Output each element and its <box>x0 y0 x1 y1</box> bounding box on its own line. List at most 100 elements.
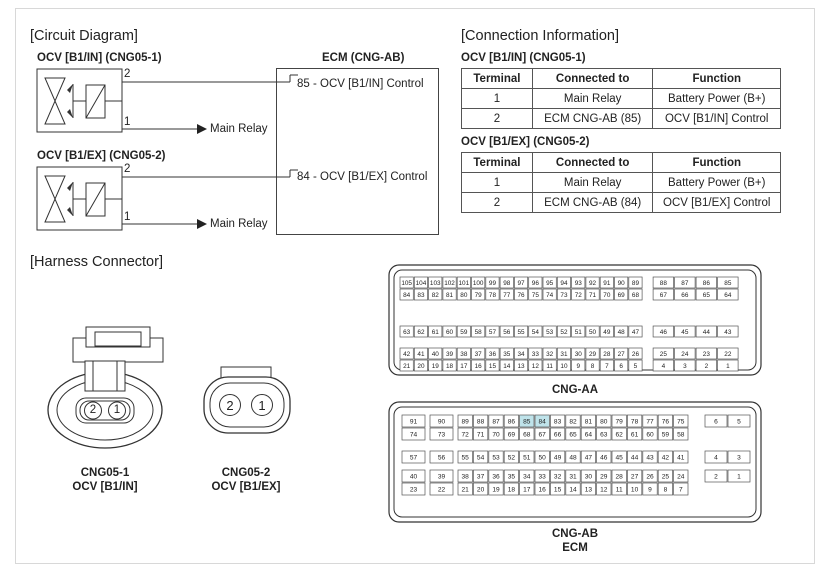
pin-cell <box>428 288 443 301</box>
connection-table-ocv-in: Terminal Connected to Function 1 Main Re… <box>461 68 781 129</box>
pin-cell <box>652 325 674 338</box>
pin-number: 66 <box>554 432 562 439</box>
pin-cell <box>428 347 443 360</box>
pin-cell <box>429 450 454 464</box>
pin-cell <box>428 359 443 372</box>
pin-number: 44 <box>631 455 639 462</box>
pin-number: 23 <box>410 487 418 494</box>
ocv-ex-label: OCV [B1/EX] (CNG05-2) <box>37 150 166 162</box>
pin-number: 47 <box>585 455 593 462</box>
main-relay-in-label: Main Relay <box>210 123 268 135</box>
pin-number: 27 <box>618 351 626 358</box>
pin-number: 6 <box>714 419 718 426</box>
pin-cell <box>717 325 739 338</box>
cng05-2-pin-1 <box>251 394 273 416</box>
pin-cell <box>673 450 689 464</box>
cng05-1-pin-1 <box>108 401 126 420</box>
pin-number: 76 <box>517 292 525 299</box>
table-header-row: Terminal Connected to Function <box>461 68 781 89</box>
pin-cell <box>674 325 696 338</box>
pin-number: 11 <box>616 487 623 494</box>
table-row: 1 Main Relay Battery Power (B+) <box>461 172 781 193</box>
ocv-in-pin1-label: 1 <box>124 116 131 128</box>
pin-cell <box>503 482 519 496</box>
pin-cell <box>485 359 500 372</box>
pin-number: 19 <box>432 363 440 370</box>
ecm-label: ECM (CNG-AB) <box>322 52 405 64</box>
pin-cell <box>652 288 674 301</box>
pin-cell <box>488 427 504 441</box>
pin-number: 23 <box>703 351 711 358</box>
pin-number: 47 <box>632 329 640 336</box>
pin-cell <box>519 469 535 483</box>
pin-number: 56 <box>438 455 446 462</box>
pin-number: 5 <box>634 363 638 370</box>
pin-number: 72 <box>575 292 583 299</box>
pin-number: 10 <box>631 487 639 494</box>
pin-cell <box>542 288 557 301</box>
pin-number: 2 <box>705 363 709 370</box>
pin-cell <box>611 427 627 441</box>
pin-number: 100 <box>473 280 484 287</box>
pin-number: 18 <box>508 487 516 494</box>
cng-ab-label: CNG-AB <box>552 528 598 540</box>
pin-number: 54 <box>532 329 540 336</box>
pin-number: 68 <box>632 292 640 299</box>
pin-cell <box>442 325 457 338</box>
pin-cell <box>519 427 535 441</box>
pin-number: 53 <box>492 455 500 462</box>
ocv-ex-pin1-label: 1 <box>124 211 131 223</box>
pin-cell <box>642 450 658 464</box>
pin-number: 45 <box>681 329 689 336</box>
conn-ocv-in-label: OCV [B1/IN] (CNG05-1) <box>461 52 586 64</box>
cng05-1-pin-1-label: 1 <box>113 404 121 416</box>
pin-cell <box>627 469 643 483</box>
pin-number: 17 <box>460 363 468 370</box>
pin-number: 67 <box>660 292 668 299</box>
pin-cell <box>485 347 500 360</box>
pin-number: 33 <box>539 474 547 481</box>
connection-table-ocv-ex: Terminal Connected to Function 1 Main Re… <box>461 152 781 213</box>
pin-cell <box>652 359 674 372</box>
pin-cell <box>627 414 643 428</box>
pin-cell <box>471 325 486 338</box>
pin-number: 8 <box>664 487 668 494</box>
pin-cell <box>473 414 489 428</box>
cell-function: OCV [B1/EX] Control <box>652 192 781 213</box>
cell-connected-to: ECM CNG-AB (84) <box>531 192 654 213</box>
cng05-2-pin-2 <box>219 394 241 416</box>
pin-number: 42 <box>403 351 411 358</box>
pin-number: 25 <box>660 351 668 358</box>
pin-cell <box>503 469 519 483</box>
pin-cell <box>599 325 614 338</box>
conn-ocv-ex-label: OCV [B1/EX] (CNG05-2) <box>461 136 590 148</box>
pin-number: 60 <box>446 329 454 336</box>
pin-cell <box>599 276 614 289</box>
pin-number: 3 <box>683 363 687 370</box>
pin-number: 98 <box>503 280 511 287</box>
pin-number: 97 <box>517 280 525 287</box>
pin-number: 62 <box>616 432 624 439</box>
pin-number: 52 <box>508 455 516 462</box>
page-frame <box>15 8 815 564</box>
pin-number: 34 <box>523 474 531 481</box>
pin-number: 13 <box>517 363 525 370</box>
pin-number: 67 <box>539 432 547 439</box>
pin-cell <box>695 359 717 372</box>
pin-number: 64 <box>585 432 593 439</box>
pin-cell <box>473 469 489 483</box>
pin-number: 91 <box>410 419 418 426</box>
cell-connected-to: Main Relay <box>531 172 654 193</box>
pin-cell <box>456 325 471 338</box>
pin-cell <box>717 359 739 372</box>
pin-number: 8 <box>591 363 595 370</box>
pin-number: 4 <box>714 455 718 462</box>
pin-cell <box>585 359 600 372</box>
pin-cell <box>429 427 454 441</box>
pin-cell <box>596 427 612 441</box>
pin-cell <box>628 288 643 301</box>
pin-number: 48 <box>618 329 626 336</box>
pin-cell <box>627 482 643 496</box>
pin-number: 99 <box>489 280 497 287</box>
pin-number: 54 <box>477 455 485 462</box>
